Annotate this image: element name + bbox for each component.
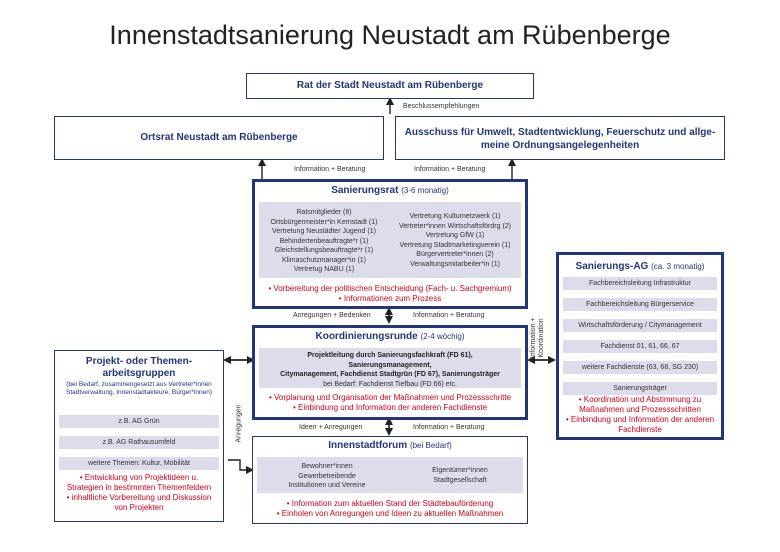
koordinierungsrunde-box: Koordinierungsrunde (2-4 wöchig) Projekt… — [252, 325, 528, 420]
rat-title: Rat der Stadt Neustadt am Rübenberge — [296, 80, 484, 91]
projekt-title-line1: Projekt- oder Themen- — [85, 356, 193, 367]
member-item: Vertretung GfW (1) — [425, 232, 485, 239]
projekt-row: weitere Themen: Kultur, Mobilität — [59, 457, 219, 470]
projekt-rows: z.B. AG Grün z.B. AG Rathausumfeld weite… — [59, 415, 219, 470]
koord-title: Koordinierungsrunde — [315, 331, 418, 342]
info-beratung-label-left: Information + Beratung — [294, 166, 366, 173]
sanierungsrat-left-list: Ratsmitglieder (8) Ortsbürgermeister*in … — [259, 208, 389, 275]
bullet-item: von Projekten — [114, 503, 164, 512]
projekt-row: z.B. AG Grün — [59, 415, 219, 428]
forum-member: Stadtgesellschaft — [433, 476, 487, 484]
koord-member: Projektleitung durch Sanierungsfachkraft… — [307, 352, 473, 359]
ag-row: Fachdienst 01, 61, 66, 67 — [563, 340, 717, 353]
forum-bullets: • Information zum aktuellen Stand der St… — [253, 499, 527, 519]
ag-row: Fachbereichsleitung Bürgerservice — [563, 298, 717, 311]
member-item: Behindertenbeauftragte*r (1) — [279, 237, 369, 245]
bullet-item: • Information zum aktuellen Stand der St… — [286, 499, 494, 508]
projekt-row: z.B. AG Rathausumfeld — [59, 436, 219, 449]
member-item: Gleichstellungsbeauftragte*r (1) — [274, 247, 374, 254]
sanierungsrat-bullets: • Vorbereitung der politischen Entscheid… — [255, 284, 525, 304]
ausschuss-box: Ausschuss für Umwelt, Stadtentwicklung, … — [395, 116, 725, 160]
bullet-item: • Entwicklung von Projektideen u. — [79, 473, 199, 482]
member-item: Vertretung Kulturnetzwerk (1) — [409, 213, 501, 220]
koord-bullets: • Vorplanung und Organisation der Maßnah… — [255, 393, 525, 413]
info-koordination-label: Information + Koordination — [530, 317, 545, 359]
ag-rows: Fachbereichsleitung Infrastruktur Fachbe… — [563, 277, 717, 395]
ag-row: Wirtschaftsförderung / Citymanagement — [563, 319, 717, 332]
anregungen-label: Anregungen — [235, 404, 243, 443]
ag-row: Fachbereichsleitung Infrastruktur — [563, 277, 717, 290]
bullet-item: • Vorbereitung der politischen Entscheid… — [268, 284, 512, 293]
projekt-bullets: • Entwicklung von Projektideen u. Strate… — [55, 473, 223, 513]
member-item: Vertreter*innen Wirtschaftsfördrg (2) — [398, 222, 512, 230]
forum-member: Gewerbetreibende — [298, 472, 356, 480]
forum-member: Bewohner*innen — [301, 463, 353, 470]
bullet-item: • Koordination und Abstimmung zu — [578, 395, 702, 404]
forum-members: Bewohner*innen Gewerbetreibende Institut… — [257, 457, 523, 493]
bullet-item: Strategien in bestimmten Themenfeldern — [66, 483, 212, 492]
member-item: Bürgervertreter*innen (2) — [416, 251, 494, 258]
member-item: Verwaltungsmitarbeiter*in (1) — [410, 260, 500, 268]
member-item: Vertretung Neustädter Jugend (1) — [272, 228, 376, 235]
bullet-item: • Einbindung und Information der anderen — [565, 415, 715, 424]
forum-title: Innenstadtforum — [328, 440, 408, 451]
ag-row: weitere Fachdienste (63, 68, SG 230) — [563, 361, 717, 374]
bullet-item: • Einbindung und Information der anderen… — [292, 403, 488, 412]
sanierungsrat-box: Sanierungsrat (3-6 monatig) Ratsmitglied… — [252, 179, 528, 309]
projekt-box: Projekt- oder Themen- arbeitsgruppen (be… — [54, 350, 224, 522]
page-title: Innenstadtsanierung Neustadt am Rübenber… — [109, 20, 671, 50]
member-item: Ratsmitglieder (8) — [296, 209, 352, 216]
ausschuss-line2: meine Ordnungsangelegenheiten — [480, 140, 640, 151]
bullet-item: Fachdienste — [618, 425, 662, 434]
koord-member: Sanierungsmanagement, — [348, 361, 432, 369]
forum-sub: (bei Bedarf) — [409, 441, 452, 450]
bullet-item: • inhaltliche Vorbereitung und Diskussio… — [66, 493, 212, 502]
bullet-item: • Einholen von Anregungen und Ideen zu a… — [276, 509, 504, 518]
member-item: Vertretung Stadtmarketingverein (1) — [399, 241, 511, 249]
bullet-item: Maßnahmen und Prozessschritten — [579, 405, 701, 414]
sanierungsrat-title: Sanierungsrat — [331, 185, 399, 196]
bullet-item: • Informationen zum Prozess — [338, 294, 442, 303]
anregungen-bedenken-label: Anregungen + Bedenken — [293, 312, 371, 319]
forum-right-list: Eigentümer*innen Stadtgesellschaft — [397, 466, 523, 485]
projekt-sub: (bei Bedarf, zusammengesetzt aus Vertret… — [66, 381, 212, 396]
ag-title: Sanierungs-AG — [575, 261, 649, 272]
forum-member: Institutionen und Vereine — [288, 482, 366, 489]
koord-member: Citymanagement, Fachdienst Stadtgrün (FD… — [280, 371, 500, 378]
ortsrat-box: Ortsrat Neustadt am Rübenberge — [54, 116, 384, 160]
bullet-item: • Vorplanung und Organisation der Maßnah… — [268, 393, 512, 402]
projekt-title-line2: arbeitsgruppen — [102, 368, 176, 379]
info-beratung-label-right: Information + Beratung — [414, 166, 486, 173]
ideen-anregungen-label: Ideen + Anregungen — [299, 424, 363, 431]
info-beratung-label-bottom: Information + Beratung — [413, 424, 485, 431]
ausschuss-line1: Ausschuss für Umwelt, Stadtentwicklung, … — [404, 127, 716, 138]
beschluss-label: Beschlussempfehlungen — [403, 103, 480, 110]
innenstadtforum-box: Innenstadtforum (bei Bedarf) Bewohner*in… — [252, 436, 528, 524]
ag-bullets: • Koordination und Abstimmung zu Maßnahm… — [559, 395, 721, 435]
koord-sub: (2-4 wöchig) — [420, 332, 465, 341]
arrow-projekt-forum — [228, 459, 254, 474]
koord-extra: bei Bedarf: Fachdienst Tiefbau (FD 66) e… — [323, 380, 457, 388]
rat-box: Rat der Stadt Neustadt am Rübenberge — [246, 73, 534, 99]
sanierungsag-box: Sanierungs-AG (ca. 3 monatig) Fachbereic… — [556, 252, 724, 440]
member-item: Vertretug NABU (1) — [293, 266, 355, 273]
member-item: Klimaschutzmanager*in (1) — [281, 256, 367, 264]
member-item: Ortsbürgermeister*in Kernstadt (1) — [270, 218, 378, 226]
sanierungsrat-sub: (3-6 monatig) — [401, 186, 449, 195]
sanierungsrat-right-list: Vertretung Kulturnetzwerk (1) Vertreter*… — [389, 212, 521, 269]
info-beratung-label-mid: Information + Beratung — [413, 312, 485, 319]
koord-members: Projektleitung durch Sanierungsfachkraft… — [259, 348, 521, 388]
ortsrat-title: Ortsrat Neustadt am Rübenberge — [140, 132, 298, 143]
forum-member: Eigentümer*innen — [432, 467, 488, 474]
forum-left-list: Bewohner*innen Gewerbetreibende Institut… — [257, 462, 397, 491]
sanierungsrat-members: Ratsmitglieder (8) Ortsbürgermeister*in … — [259, 202, 521, 278]
ag-row: Sanierungsträger — [563, 382, 717, 395]
ag-sub: (ca. 3 monatig) — [651, 262, 705, 271]
